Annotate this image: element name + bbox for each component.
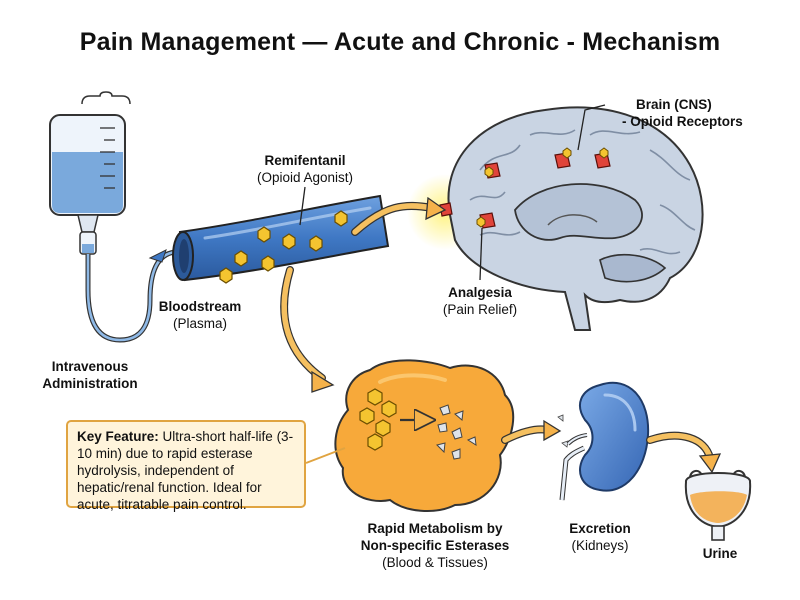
label-brain-line2: - Opioid Receptors [622,114,743,129]
drug-molecules [219,210,348,284]
label-brain-cns: Brain (CNS) - Opioid Receptors [608,96,758,130]
label-metabolism-line2: Non-specific Esterases [360,538,510,553]
key-feature-heading: Key Feature: [77,429,159,444]
key-feature-box: Key Feature: Ultra-short half-life (3-10… [66,420,306,512]
label-drug-name: Remifentanil [264,153,346,168]
blood-vessel [172,194,390,282]
label-urine: Urine [680,545,760,562]
label-metabolism: Rapid Metabolism by Non-specific Esteras… [340,520,530,571]
metabolite-fragments [436,404,477,460]
metabolism-blob [334,359,515,512]
bound-molecules [476,147,609,228]
label-metabolism-sub: (Blood & Tissues) [382,555,488,570]
label-iv-line1: Intravenous [51,359,129,374]
kidney [559,382,650,501]
label-analgesia-sub: (Pain Relief) [442,302,518,317]
label-excretion-name: Excretion [569,521,631,536]
key-feature-text: Ultra-short half-life (3-10 min) due to … [77,429,294,512]
page-title: Pain Management — Acute and Chronic - Me… [79,28,721,56]
label-iv-line2: Administration [42,376,138,391]
label-brain-line1: Brain (CNS) [636,97,712,112]
label-bloodstream: Bloodstream (Plasma) [140,298,260,332]
label-analgesia: Analgesia (Pain Relief) [420,284,540,318]
label-blood-name: Bloodstream [158,299,242,314]
label-excretion: Excretion (Kidneys) [545,520,655,554]
bladder [684,470,752,541]
label-blood-sub: (Plasma) [172,316,227,331]
label-metabolism-line1: Rapid Metabolism by [367,521,503,536]
iv-bag [49,91,131,255]
label-remifentanil: Remifentanil (Opioid Agonist) [245,152,365,186]
label-drug-class: (Opioid Agonist) [256,170,354,185]
label-analgesia-name: Analgesia [448,285,512,300]
intact-molecules [359,388,397,451]
label-iv-administration: Intravenous Administration [30,358,150,392]
label-urine-name: Urine [702,546,738,561]
label-excretion-sub: (Kidneys) [571,538,629,553]
